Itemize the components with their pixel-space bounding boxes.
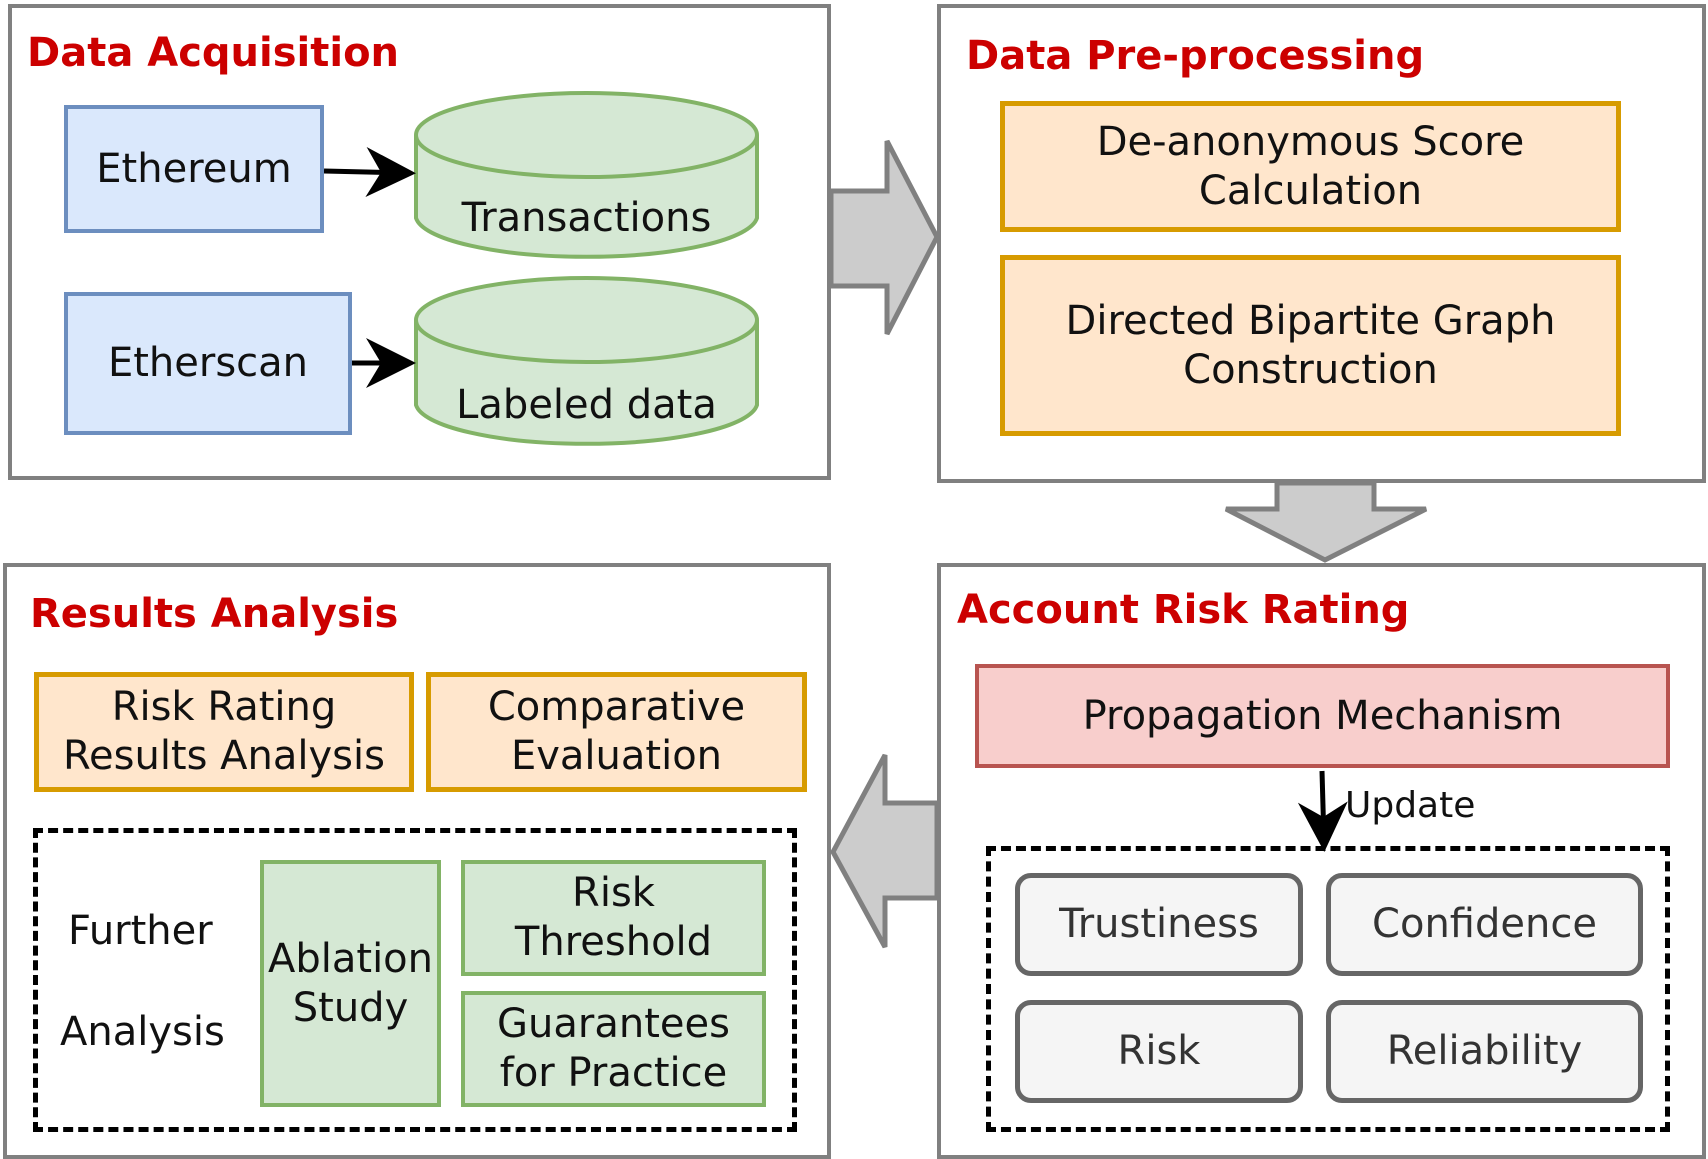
confidence-box: Confidence	[1326, 873, 1643, 976]
risk-rating-results-box: Risk Rating Results Analysis	[34, 672, 414, 792]
ethereum-to-transactions-arrow	[323, 147, 416, 198]
data-preprocessing-title: Data Pre-processing	[966, 33, 1425, 79]
ablation-study-line1: Ablation	[268, 935, 433, 982]
risk-threshold-box: Risk Threshold	[461, 860, 766, 976]
etherscan-box: Etherscan	[64, 292, 352, 435]
further-analysis-group	[33, 828, 797, 1132]
risk-threshold-line2: Threshold	[514, 919, 713, 965]
reliability-label: Reliability	[1386, 1028, 1583, 1075]
bipartite-graph-box: Directed Bipartite Graph Construction	[1000, 255, 1621, 436]
labeled-data-label: Labeled data	[456, 382, 717, 428]
risk-rating-results-line1: Risk Rating	[111, 684, 337, 731]
etherscan-label: Etherscan	[107, 340, 309, 387]
propagation-mechanism-label: Propagation Mechanism	[1082, 692, 1563, 739]
comparative-evaluation-line2: Evaluation	[510, 733, 723, 779]
deanonymous-score-line1: De-anonymous Score	[1096, 118, 1525, 165]
trustiness-box: Trustiness	[1015, 873, 1303, 976]
ethereum-box: Ethereum	[64, 105, 324, 233]
propagation-mechanism-box: Propagation Mechanism	[975, 664, 1670, 768]
transactions-label: Transactions	[461, 195, 712, 241]
preprocessing-to-rating-arrow	[1224, 480, 1428, 563]
results-analysis-title: Results Analysis	[30, 591, 399, 637]
ablation-study-line2: Study	[292, 984, 409, 1031]
metrics-group	[986, 846, 1670, 1132]
risk-label: Risk	[1117, 1028, 1201, 1075]
guarantees-for-practice-line1: Guarantees	[497, 1001, 730, 1048]
update-arrow	[1297, 770, 1348, 852]
update-label: Update	[1345, 785, 1476, 826]
bipartite-graph-line1: Directed Bipartite Graph	[1065, 297, 1556, 344]
rating-to-results-arrow	[830, 753, 940, 949]
acquisition-to-preprocessing-arrow	[828, 139, 940, 336]
further-label: Further	[68, 908, 213, 954]
confidence-label: Confidence	[1372, 901, 1597, 948]
ablation-study-box: Ablation Study	[260, 860, 441, 1107]
deanonymous-score-line2: Calculation	[1198, 167, 1423, 214]
account-risk-rating-title: Account Risk Rating	[957, 587, 1410, 633]
comparative-evaluation-line1: Comparative	[487, 684, 746, 731]
guarantees-for-practice-line2: for Practice	[499, 1050, 728, 1096]
deanonymous-score-box: De-anonymous Score Calculation	[1000, 101, 1621, 232]
ethereum-label: Ethereum	[96, 145, 292, 192]
risk-box: Risk	[1015, 1000, 1303, 1103]
risk-rating-results-line2: Results Analysis	[63, 733, 385, 779]
analysis-label: Analysis	[60, 1009, 225, 1055]
guarantees-for-practice-box: Guarantees for Practice	[461, 991, 766, 1107]
data-acquisition-title: Data Acquisition	[27, 30, 400, 76]
transactions-database-icon	[414, 91, 759, 259]
comparative-evaluation-box: Comparative Evaluation	[426, 672, 807, 792]
trustiness-label: Trustiness	[1059, 901, 1259, 948]
bipartite-graph-line2: Construction	[1183, 346, 1438, 393]
reliability-box: Reliability	[1326, 1000, 1643, 1103]
risk-threshold-line1: Risk	[572, 870, 655, 917]
labeled-data-database-icon	[414, 276, 759, 446]
